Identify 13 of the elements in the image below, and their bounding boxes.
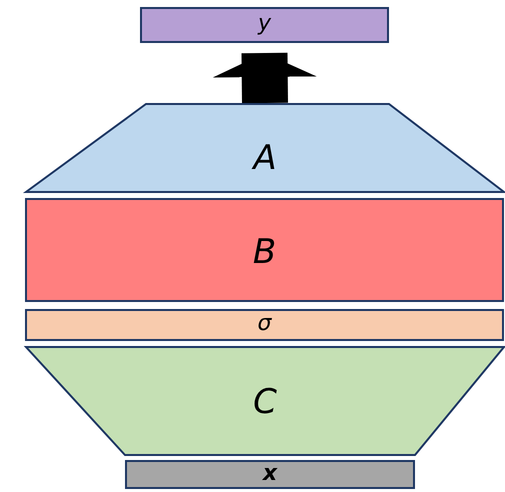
- layer-block: [25, 198, 504, 302]
- block-arrow: [212, 52, 317, 104]
- layer-label: A: [253, 138, 277, 178]
- trapezoid-layer: [26, 104, 504, 192]
- layer-label: C: [253, 382, 277, 422]
- layer-label: σ: [258, 311, 272, 336]
- output-bar: [140, 7, 389, 43]
- layer-label: B: [252, 232, 276, 272]
- layer-label: x: [262, 461, 278, 486]
- trapezoid-layer: [26, 347, 504, 455]
- layer-block: [25, 309, 504, 341]
- layer-label: y: [258, 11, 272, 36]
- input-bar: [125, 460, 415, 489]
